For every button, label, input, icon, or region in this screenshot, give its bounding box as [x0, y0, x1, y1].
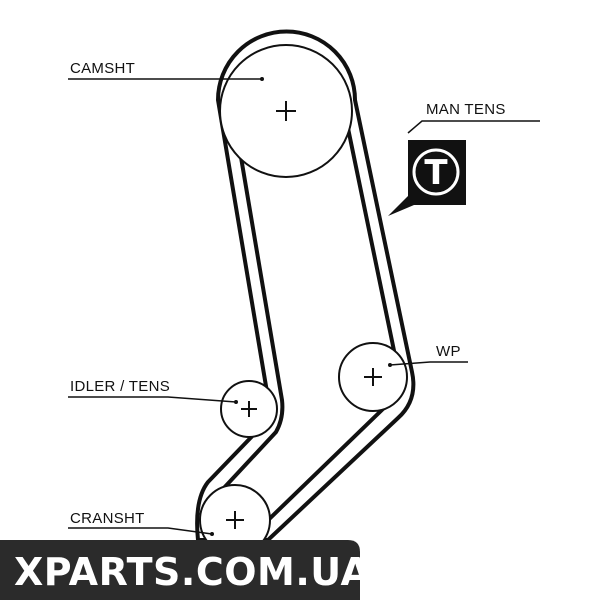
leader-lines [68, 78, 540, 535]
tensioner-badge: T [388, 140, 466, 216]
wp-leader [389, 361, 468, 366]
wp-leader-dot [388, 363, 392, 367]
label-wp: WP [436, 343, 461, 360]
watermark-band: XPARTS.COM.UA [0, 540, 370, 600]
idler-tensioner-pulley [220, 380, 278, 438]
crankshaft-pulley [199, 484, 271, 556]
watermark-text: XPARTS.COM.UA [14, 550, 370, 594]
man-tens-leader [407, 120, 540, 134]
tensioner-badge-letter: T [424, 153, 448, 193]
cranshaft-leader [68, 527, 213, 535]
camshaft-pulley [219, 44, 353, 178]
idler-leader [68, 396, 237, 403]
camshaft-leader-dot [260, 77, 264, 81]
label-cranshaft: CRANSHT [70, 510, 145, 527]
water-pump-pulley [338, 342, 408, 412]
label-camshaft: CAMSHT [70, 60, 135, 77]
label-idler-tens: IDLER / TENS [70, 378, 170, 395]
cranshaft-leader-dot [210, 532, 214, 536]
idler-leader-dot [234, 400, 238, 404]
belt-outer [195, 29, 416, 542]
label-man-tens: MAN TENS [426, 101, 506, 118]
